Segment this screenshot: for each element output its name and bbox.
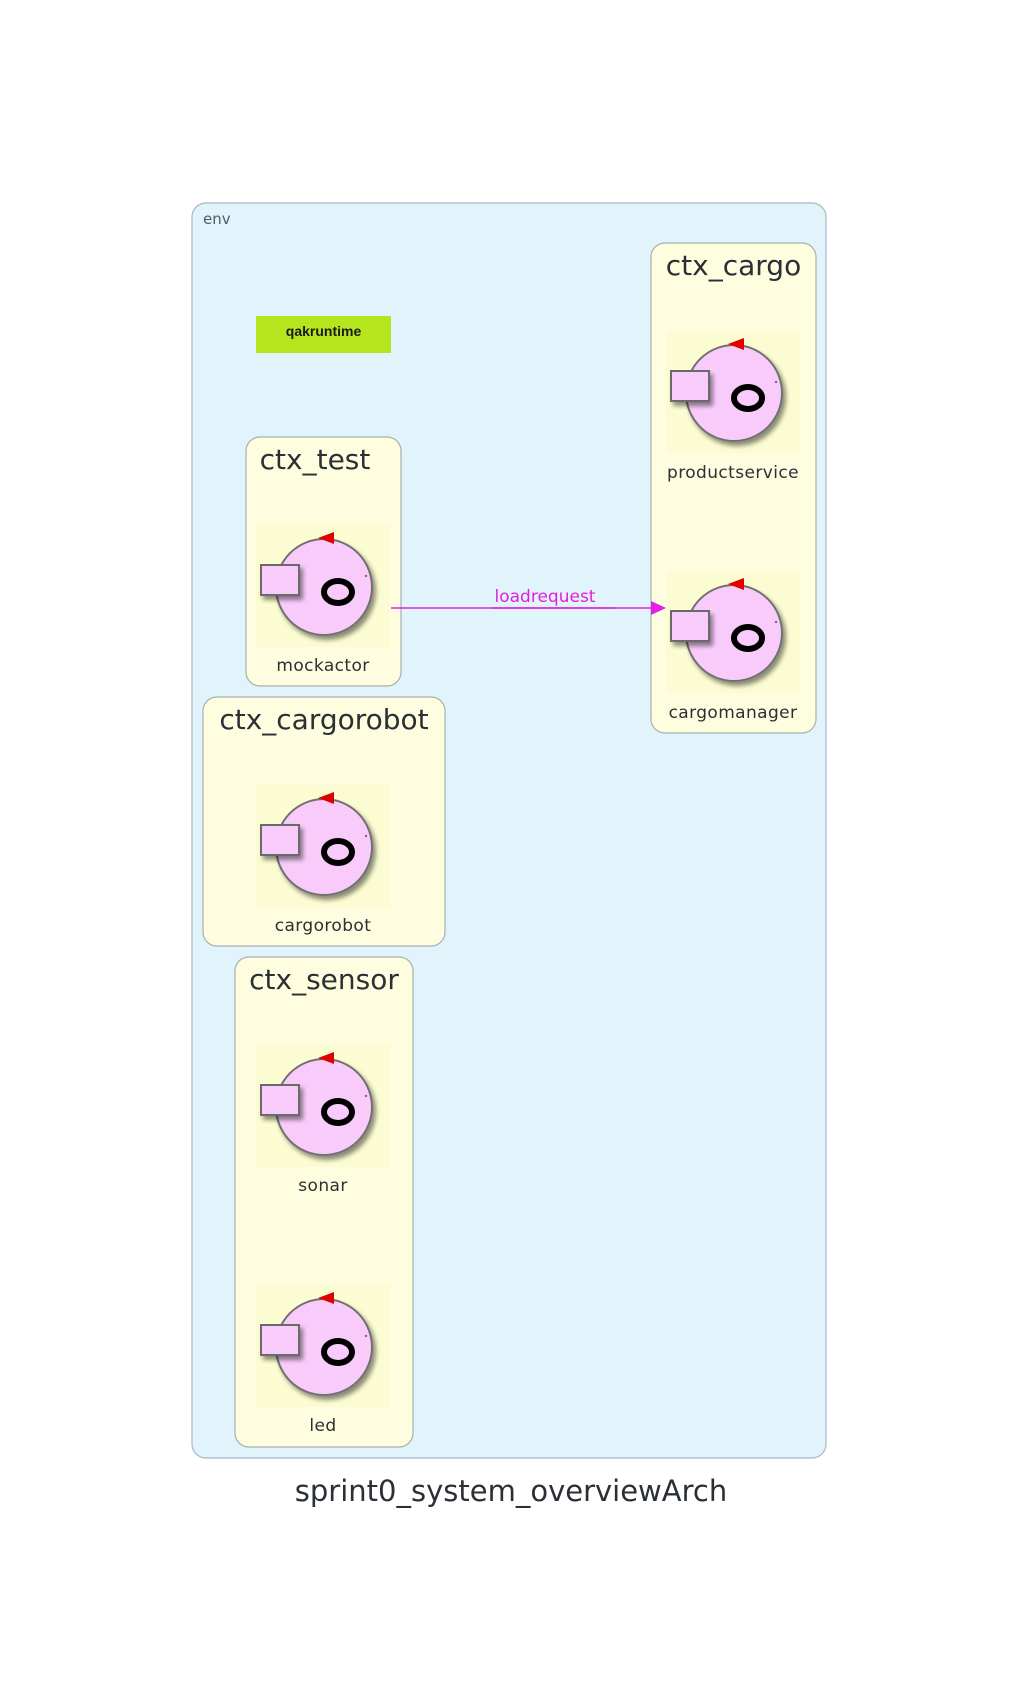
qakruntime-box: qakruntime: [256, 316, 391, 353]
actor-cargorobot[interactable]: cargorobot: [256, 785, 390, 936]
context-label-ctx-cargorobot: ctx_cargorobot: [219, 703, 428, 736]
diagram-title: sprint0_system_overviewArch: [295, 1474, 727, 1508]
env-label: env: [203, 210, 231, 228]
actor-mockactor[interactable]: mockactor: [256, 525, 390, 676]
actor-label-mockactor: mockactor: [276, 656, 369, 676]
actor-label-led: led: [309, 1416, 336, 1436]
actor-label-productservice: productservice: [667, 463, 799, 483]
actor-led[interactable]: led: [256, 1285, 390, 1436]
actor-label-sonar: sonar: [298, 1176, 347, 1196]
arrowhead: [651, 601, 666, 615]
actor-icon: [256, 1045, 390, 1167]
context-ctx-test: ctx_test mockactor: [245, 436, 402, 687]
actor-icon: [666, 571, 800, 693]
context-ctx-sensor: ctx_sensor sonar led: [234, 956, 414, 1448]
actor-icon: [256, 525, 390, 647]
context-ctx-cargo: ctx_cargo productservice cargomanager: [650, 242, 817, 734]
qakruntime-label: qakruntime: [286, 323, 362, 339]
actor-productservice[interactable]: productservice: [666, 331, 800, 483]
actor-cargomanager[interactable]: cargomanager: [666, 571, 800, 723]
actor-icon: [256, 1285, 390, 1407]
context-ctx-cargorobot: ctx_cargorobot cargorobot: [202, 696, 446, 947]
actor-icon: [666, 331, 800, 453]
edge-label-loadrequest: loadrequest: [495, 587, 596, 607]
context-label-ctx-cargo: ctx_cargo: [666, 249, 801, 282]
actor-icon: [256, 785, 390, 907]
edge-loadrequest: loadrequest: [391, 587, 666, 615]
actor-label-cargorobot: cargorobot: [275, 916, 372, 936]
actor-label-cargomanager: cargomanager: [669, 703, 798, 723]
context-label-ctx-sensor: ctx_sensor: [249, 963, 399, 996]
context-label-ctx-test: ctx_test: [260, 443, 371, 476]
actor-sonar[interactable]: sonar: [256, 1045, 390, 1196]
